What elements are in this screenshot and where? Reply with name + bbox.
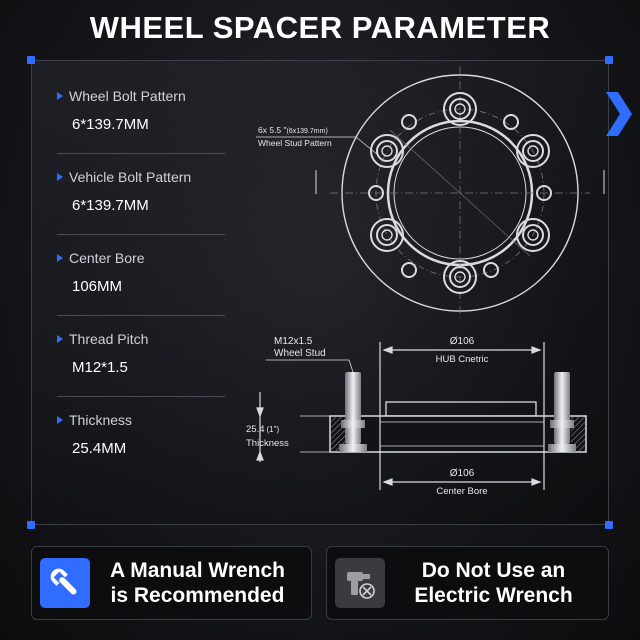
bullet-arrow-icon	[57, 173, 63, 181]
param-thickness: Thickness 25.4MM	[57, 410, 227, 491]
bullet-arrow-icon	[57, 254, 63, 262]
wrench-icon	[40, 558, 90, 608]
spacer-technical-drawing: 6x 5.5 "(6x139.7mm) Wheel Stud Pattern	[246, 66, 605, 497]
pattern-caption: Wheel Stud Pattern	[258, 138, 332, 148]
panel-corner-bottom-right	[605, 521, 613, 529]
pattern-dimension-label: 6x 5.5 "(6x139.7mm)	[258, 125, 328, 135]
param-value: 106MM	[72, 278, 123, 295]
param-wheel-bolt-pattern: Wheel Bolt Pattern 6*139.7MM	[57, 86, 227, 167]
bolt-hole	[401, 262, 417, 278]
panel-corner-bottom-left	[27, 521, 35, 529]
param-label: Center Bore	[69, 250, 145, 266]
divider	[57, 396, 225, 397]
chevron-right-icon	[606, 92, 632, 136]
hub-dimension-label: Ø106	[450, 336, 475, 347]
bore-caption: Center Bore	[436, 486, 487, 497]
param-value: 6*139.7MM	[72, 116, 149, 133]
divider	[57, 234, 225, 235]
wheel-stud	[370, 218, 404, 252]
param-label: Thread Pitch	[69, 331, 149, 347]
parameter-list: Wheel Bolt Pattern 6*139.7MM Vehicle Bol…	[57, 86, 227, 491]
panel-corner-top-left	[27, 56, 35, 64]
hub-caption: HUB Cnetric	[436, 354, 489, 365]
front-view	[315, 66, 605, 320]
side-view	[256, 342, 587, 490]
wheel-stud-right	[548, 372, 576, 452]
stud-caption: Wheel Stud	[274, 348, 326, 359]
bullet-arrow-icon	[57, 92, 63, 100]
page-title: WHEEL SPACER PARAMETER	[89, 10, 551, 45]
bolt-hole	[536, 185, 552, 201]
notice-line-1: A Manual Wrench	[109, 559, 286, 582]
wheel-stud	[516, 134, 550, 168]
divider	[57, 315, 225, 316]
notice-line-2: Electric Wrench	[414, 584, 573, 607]
panel-corner-top-right	[605, 56, 613, 64]
wheel-stud	[370, 134, 404, 168]
bolt-hole	[401, 114, 417, 130]
bolt-hole	[483, 262, 499, 278]
wheel-stud-left	[339, 372, 367, 452]
bolt-hole	[503, 114, 519, 130]
param-value: M12*1.5	[72, 359, 128, 376]
divider	[57, 153, 225, 154]
param-value: 6*139.7MM	[72, 197, 149, 214]
notice-line-1: Do Not Use an	[421, 559, 566, 582]
wheel-stud	[443, 260, 477, 294]
param-thread-pitch: Thread Pitch M12*1.5	[57, 329, 227, 410]
no-electric-wrench-notice: Do Not Use an Electric Wrench	[326, 546, 609, 620]
param-value: 25.4MM	[72, 440, 127, 457]
no-impact-drill-icon	[335, 558, 385, 608]
param-label: Wheel Bolt Pattern	[69, 88, 186, 104]
wheel-stud	[516, 218, 550, 252]
bullet-arrow-icon	[57, 416, 63, 424]
stud-size-label: M12x1.5	[274, 336, 313, 347]
thickness-caption: Thickness	[246, 438, 289, 449]
param-label: Thickness	[69, 412, 133, 428]
param-center-bore: Center Bore 106MM	[57, 248, 227, 329]
bullet-arrow-icon	[57, 335, 63, 343]
thickness-dimension-label: 25.4(1")	[246, 424, 279, 435]
param-label: Vehicle Bolt Pattern	[69, 169, 192, 185]
manual-wrench-notice: A Manual Wrench is Recommended	[31, 546, 312, 620]
bolt-hole	[368, 185, 384, 201]
param-vehicle-bolt-pattern: Vehicle Bolt Pattern 6*139.7MM	[57, 167, 227, 248]
bore-dimension-label: Ø106	[450, 468, 475, 479]
notice-line-2: is Recommended	[110, 584, 285, 607]
wheel-stud	[443, 92, 477, 126]
